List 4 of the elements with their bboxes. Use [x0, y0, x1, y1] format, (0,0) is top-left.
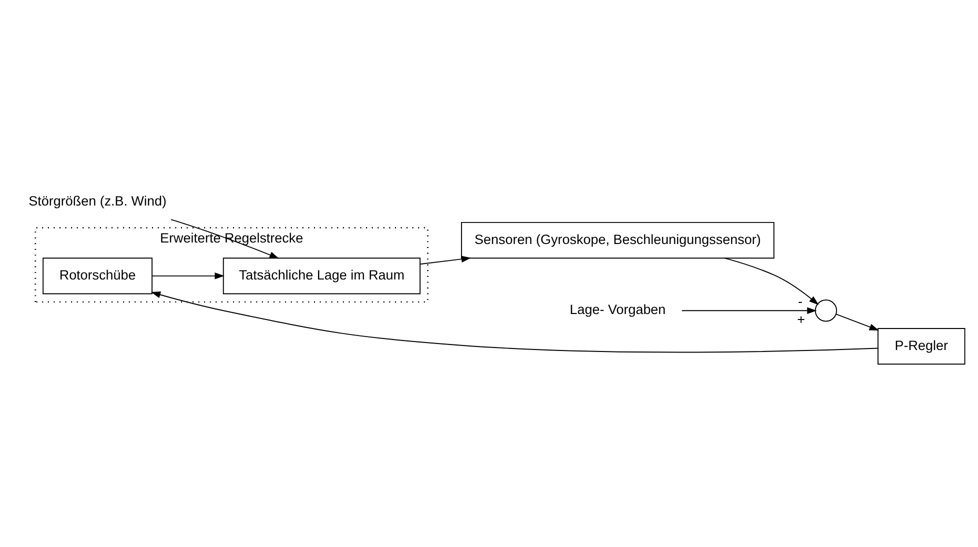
node-text: Lage- Vorgaben	[570, 302, 666, 317]
node-text: Störgrößen (z.B. Wind)	[28, 192, 167, 208]
edge-label: +	[797, 312, 806, 327]
edge-label: -	[798, 294, 803, 309]
